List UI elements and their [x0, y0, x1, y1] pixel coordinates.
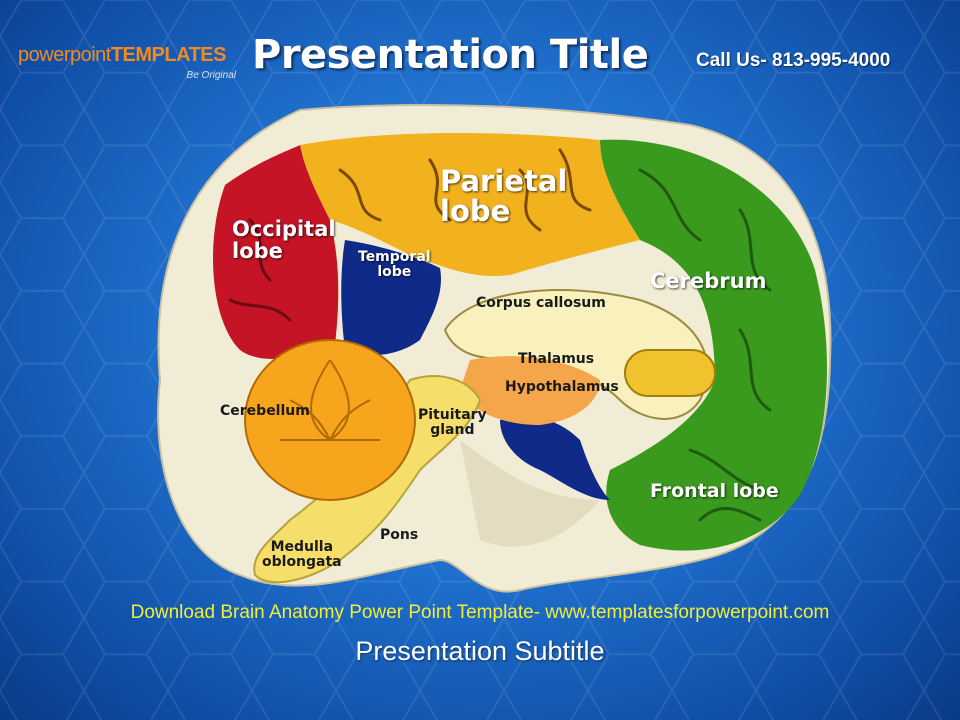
logo-tagline: Be Original — [186, 70, 236, 81]
label-cerebellum: Cerebellum — [220, 403, 310, 419]
label-pituitary-gland: Pituitary gland — [418, 407, 487, 438]
label-medulla-oblongata: Medulla oblongata — [262, 539, 342, 570]
label-occipital-lobe: Occipital lobe — [232, 217, 336, 264]
label-thalamus: Thalamus — [518, 351, 595, 367]
label-hypothalamus: Hypothalamus — [505, 379, 619, 395]
phone-number: Call Us- 813-995-4000 — [696, 50, 891, 71]
parietal-region — [300, 133, 640, 276]
label-temporal-lobe: Temporal lobe — [358, 249, 431, 280]
temporal-region — [341, 240, 441, 356]
thalamus-tube — [624, 349, 716, 397]
label-parietal-lobe: Parietal lobe — [440, 164, 568, 229]
logo-wordmark: powerpointTEMPLATES — [18, 44, 226, 66]
label-cerebrum: Cerebrum — [650, 269, 767, 293]
download-link-text: Download Brain Anatomy Power Point Templ… — [130, 602, 830, 623]
cerebellum — [244, 339, 416, 501]
presentation-subtitle: Presentation Subtitle — [355, 636, 605, 666]
frontal-cerebrum-region — [600, 139, 827, 551]
label-corpus-callosum: Corpus callosum — [476, 295, 606, 311]
page-title: Presentation Title — [252, 32, 649, 78]
thalamus-region — [460, 356, 600, 425]
label-pons: Pons — [380, 527, 419, 543]
logo: powerpointTEMPLATES Be Original — [18, 44, 242, 90]
label-frontal-lobe: Frontal lobe — [650, 480, 779, 502]
